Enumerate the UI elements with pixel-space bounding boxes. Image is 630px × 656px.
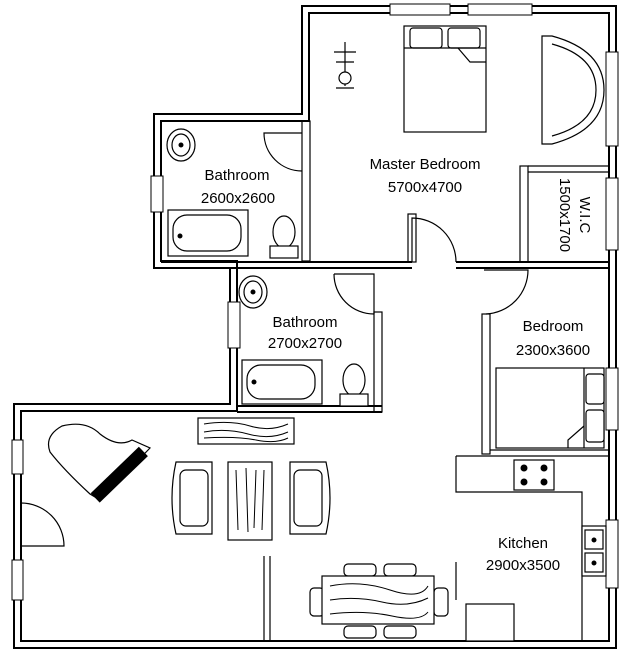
dining-table — [309, 563, 449, 639]
entry-door[interactable] — [20, 502, 65, 547]
doors — [20, 132, 529, 547]
kitchen-sink-icon — [581, 525, 607, 577]
bathroom-2-name: Bathroom — [272, 314, 337, 331]
center-table — [227, 461, 273, 541]
bathroom-2-fixtures — [238, 275, 369, 407]
wic-name: W.I.C — [576, 197, 593, 234]
master-bedroom-door[interactable] — [411, 217, 457, 263]
kitchen-size: 2900x3500 — [486, 557, 560, 574]
master-bed — [403, 25, 487, 133]
kitchen-cabinet — [465, 603, 515, 642]
living-sofa-right — [289, 461, 331, 535]
wic-size: 1500x1700 — [556, 178, 573, 252]
bathroom-1-size: 2600x2600 — [201, 190, 275, 207]
bathroom-1-fixtures — [166, 128, 299, 259]
windows — [11, 3, 619, 601]
bedroom-door[interactable] — [484, 269, 529, 315]
master-bedroom-size: 5700x4700 — [388, 179, 462, 196]
living-sofa-left — [171, 461, 213, 535]
master-bedroom-name: Master Bedroom — [370, 156, 481, 173]
bathroom-1-name: Bathroom — [204, 167, 269, 184]
interior-walls — [161, 120, 609, 641]
bedroom-name: Bedroom — [523, 318, 584, 335]
bathroom-2-size: 2700x2700 — [268, 335, 342, 352]
bedroom-bed — [495, 367, 605, 449]
grand-piano-icon — [47, 423, 152, 503]
bathroom-2-door[interactable] — [333, 273, 375, 315]
room-labels: Bathroom 2600x2600 Master Bedroom 5700x4… — [201, 156, 593, 574]
bedroom-size: 2300x3600 — [516, 342, 590, 359]
sofa-master — [541, 35, 605, 145]
plant-icon — [334, 42, 356, 89]
stove-icon — [513, 459, 555, 491]
bathroom-1-door[interactable] — [263, 132, 303, 172]
coffee-table-top — [197, 417, 295, 445]
kitchen-name: Kitchen — [498, 535, 548, 552]
